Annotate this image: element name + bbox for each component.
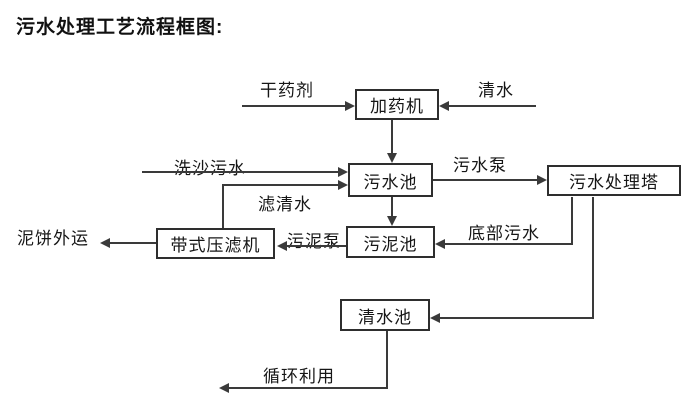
label-sludge-pump: 污泥泵 bbox=[287, 232, 341, 251]
line-bottom-sewage bbox=[445, 243, 573, 245]
node-belt-filter-press: 带式压滤机 bbox=[156, 228, 275, 259]
node-sludge-pool: 污泥池 bbox=[346, 226, 435, 258]
arrowhead-filtered-water bbox=[338, 180, 348, 190]
line-sludge-pump bbox=[287, 245, 346, 247]
node-treatment-tower: 污水处理塔 bbox=[547, 165, 681, 196]
arrowhead-sewage-pump bbox=[537, 175, 547, 185]
line-bottom-sewage-drop bbox=[571, 197, 573, 245]
label-mud-cake-outbound: 泥饼外运 bbox=[17, 229, 89, 248]
arrowhead-dry-agent bbox=[345, 101, 355, 111]
page-title: 污水处理工艺流程框图: bbox=[16, 17, 224, 38]
node-sludge-pool-label: 污泥池 bbox=[363, 234, 418, 254]
line-dosing-to-sewage bbox=[391, 120, 393, 154]
node-sewage-pool: 污水池 bbox=[348, 163, 433, 197]
node-sewage-pool-label: 污水池 bbox=[363, 172, 418, 192]
label-recycling: 循环利用 bbox=[263, 367, 335, 386]
line-recycling bbox=[229, 387, 388, 389]
arrowhead-sand-washing bbox=[338, 167, 348, 177]
line-tower-to-clean bbox=[440, 317, 594, 319]
line-filtered-water bbox=[222, 184, 339, 186]
line-tower-to-clean-drop bbox=[592, 197, 594, 319]
node-clean-water-pool: 清水池 bbox=[340, 299, 430, 331]
line-mud-cake bbox=[110, 242, 156, 244]
line-sewage-pump bbox=[433, 179, 538, 181]
node-treatment-tower-label: 污水处理塔 bbox=[569, 173, 659, 192]
label-bottom-sewage: 底部污水 bbox=[468, 224, 540, 243]
arrowhead-dosing-to-sewage bbox=[387, 153, 397, 163]
label-sand-washing-sewage: 洗沙污水 bbox=[174, 159, 246, 178]
node-belt-filter-press-label: 带式压滤机 bbox=[170, 236, 261, 255]
arrowhead-recycling bbox=[219, 383, 229, 393]
arrowhead-sludge-pump bbox=[277, 241, 287, 251]
line-sewage-to-sludge bbox=[391, 197, 393, 217]
node-clean-water-pool-label: 清水池 bbox=[358, 307, 412, 327]
label-sewage-pump: 污水泵 bbox=[453, 156, 507, 175]
node-dosing-machine-label: 加药机 bbox=[370, 97, 424, 116]
node-dosing-machine: 加药机 bbox=[355, 89, 439, 120]
arrowhead-sewage-to-sludge bbox=[387, 216, 397, 226]
arrowhead-tower-to-clean bbox=[430, 313, 440, 323]
label-filtered-water: 滤清水 bbox=[258, 195, 312, 214]
line-clean-pool-drop bbox=[386, 331, 388, 389]
line-clean-water bbox=[448, 105, 536, 107]
arrowhead-mud-cake bbox=[100, 238, 110, 248]
line-dry-agent bbox=[242, 105, 346, 107]
label-dry-agent: 干药剂 bbox=[260, 81, 314, 100]
line-sand-washing bbox=[142, 171, 339, 173]
line-filtered-water-riser bbox=[222, 184, 224, 228]
arrowhead-clean-water bbox=[439, 101, 449, 111]
label-clean-water: 清水 bbox=[478, 81, 514, 100]
arrowhead-bottom-sewage bbox=[435, 239, 445, 249]
